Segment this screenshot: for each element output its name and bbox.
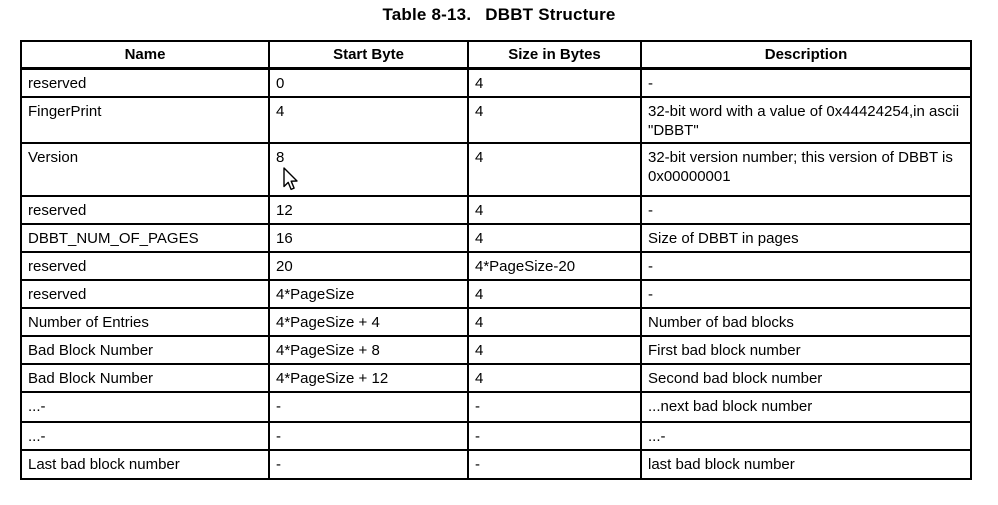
table-cell: 4*PageSize + 8 <box>268 334 469 365</box>
table-cell: last bad block number <box>640 448 972 480</box>
table-cell: - <box>268 448 469 480</box>
table-cell: 4 <box>467 362 642 393</box>
table-row: ...---...- <box>20 420 972 451</box>
table-cell: 20 <box>268 250 469 281</box>
table-cell: 4 <box>467 141 642 197</box>
column-header: Start Byte <box>268 40 469 70</box>
table-cell: Bad Block Number <box>20 362 270 393</box>
table-cell: Bad Block Number <box>20 334 270 365</box>
table-cell: reserved <box>20 250 270 281</box>
table-cell: 16 <box>268 222 469 253</box>
table-cell: - <box>640 278 972 309</box>
table-cell: reserved <box>20 194 270 225</box>
table-caption: Table 8-13. DBBT Structure <box>0 5 998 25</box>
table-cell: 4*PageSize <box>268 278 469 309</box>
table-cell: 4 <box>268 95 469 144</box>
table-cell: First bad block number <box>640 334 972 365</box>
table-row: Last bad block number--last bad block nu… <box>20 448 972 480</box>
table-cell: 0 <box>268 67 469 98</box>
column-header: Description <box>640 40 972 70</box>
table-cell: 4 <box>467 306 642 337</box>
table-cell: Number of bad blocks <box>640 306 972 337</box>
table-cell: - <box>640 250 972 281</box>
table-cell: FingerPrint <box>20 95 270 144</box>
table-cell: DBBT_NUM_OF_PAGES <box>20 222 270 253</box>
table-caption-number: Table 8-13. <box>382 5 472 24</box>
table-cell: 4 <box>467 334 642 365</box>
table-cell: - <box>467 448 642 480</box>
table-caption-text: DBBT Structure <box>485 5 616 24</box>
table-cell: 4 <box>467 194 642 225</box>
table-cell: ...- <box>20 420 270 451</box>
table-cell: - <box>640 67 972 98</box>
column-header: Name <box>20 40 270 70</box>
table-cell: 12 <box>268 194 469 225</box>
table-cell: - <box>268 390 469 423</box>
table-cell: 4 <box>467 278 642 309</box>
table-cell: 4 <box>467 222 642 253</box>
table-row: ...---...next bad block number <box>20 390 972 423</box>
table-cell: - <box>467 390 642 423</box>
table-cell: Number of Entries <box>20 306 270 337</box>
table-cell: ...- <box>640 420 972 451</box>
table-cell: ...next bad block number <box>640 390 972 423</box>
table-cell: 4*PageSize + 12 <box>268 362 469 393</box>
table-cell: Last bad block number <box>20 448 270 480</box>
table-cell: 4*PageSize + 4 <box>268 306 469 337</box>
table-cell: - <box>640 194 972 225</box>
table-cell: Second bad block number <box>640 362 972 393</box>
table-cell: reserved <box>20 278 270 309</box>
table-cell: 4*PageSize-20 <box>467 250 642 281</box>
table-cell: 32-bit version number; this version of D… <box>640 141 972 197</box>
column-header: Size in Bytes <box>467 40 642 70</box>
table-cell: 4 <box>467 67 642 98</box>
table-cell: Version <box>20 141 270 197</box>
table-cell: - <box>467 420 642 451</box>
table-cell: Size of DBBT in pages <box>640 222 972 253</box>
table-cell: 4 <box>467 95 642 144</box>
table-cell: reserved <box>20 67 270 98</box>
table-cell: 32-bit word with a value of 0x44424254,i… <box>640 95 972 144</box>
table-cell: 8 <box>268 141 469 197</box>
table-cell: - <box>268 420 469 451</box>
table-cell: ...- <box>20 390 270 423</box>
